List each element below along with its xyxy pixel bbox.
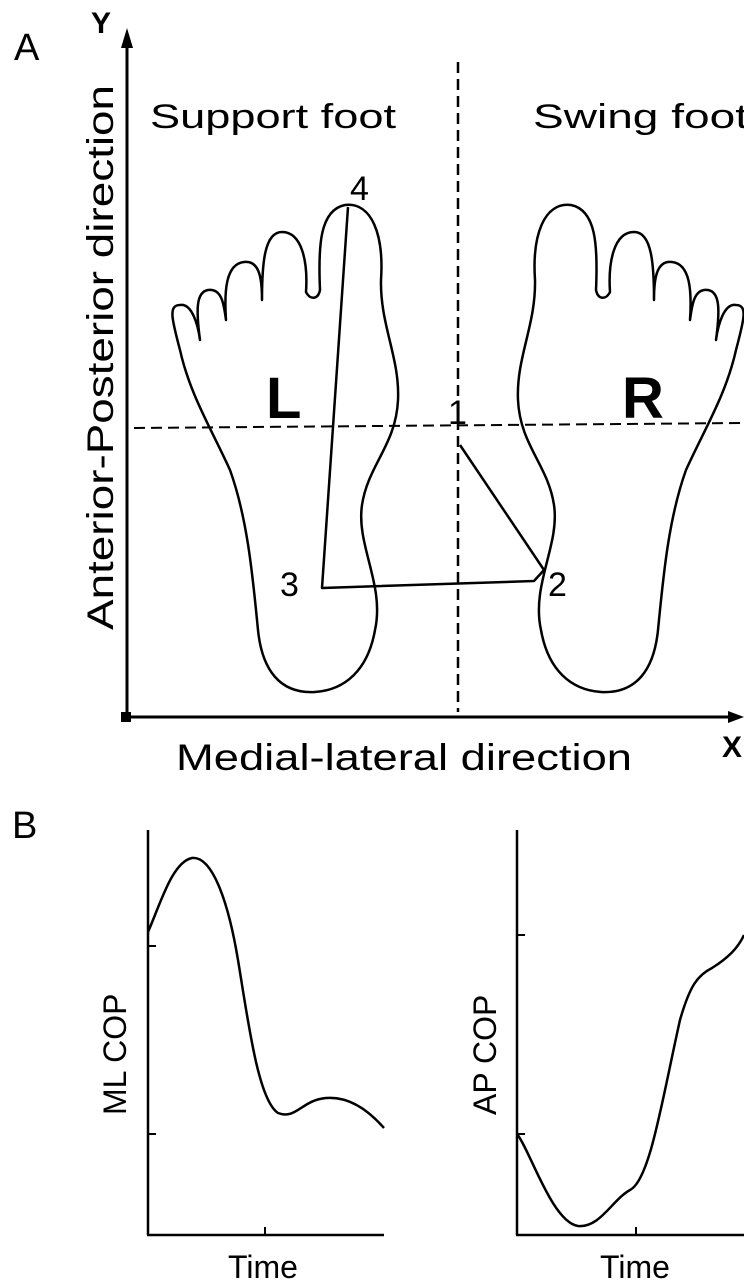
cop-point-4-label: 4: [350, 170, 369, 208]
y-axis-arrowhead: [121, 28, 133, 48]
right-foot-outline: [518, 205, 744, 692]
x-axis-title: Medial-lateral direction: [176, 737, 632, 778]
ap-cop-ylabel: AP COP: [467, 995, 503, 1115]
axes-origin-marker: [121, 712, 131, 722]
panel-a-label: A: [14, 27, 40, 69]
support-foot-caption: Support foot: [150, 98, 397, 136]
cop-point-1-label: 1: [448, 394, 467, 432]
y-axis-letter: Y: [91, 7, 111, 40]
x-axis-letter: X: [722, 731, 742, 764]
x-axis-arrowhead: [728, 711, 744, 723]
right-foot-letter: R: [622, 366, 664, 431]
swing-foot-caption: Swing foot: [533, 98, 744, 136]
y-axis-title: Anterior-Posterior direction: [80, 85, 121, 630]
ml-cop-plot: ML COP Time: [97, 830, 384, 1285]
ap-cop-xlabel: Time: [600, 1249, 670, 1285]
cop-point-2-label: 2: [548, 566, 567, 604]
ml-cop-ylabel: ML COP: [97, 994, 133, 1116]
panel-a: A Y X Anterior-Posterior direction Media…: [14, 7, 744, 778]
left-foot-outline: [172, 205, 398, 692]
cop-trajectory: [322, 207, 544, 588]
cop-point-3-label: 3: [280, 566, 299, 604]
left-foot-letter: L: [266, 366, 301, 431]
panel-b-label: B: [12, 805, 37, 847]
ap-cop-plot: AP COP Time: [467, 830, 744, 1285]
ml-cop-curve: [148, 858, 384, 1128]
ml-cop-xlabel: Time: [228, 1249, 298, 1285]
ap-cop-curve: [517, 935, 744, 1226]
panel-b: B ML COP Time AP COP Time: [12, 805, 744, 1285]
